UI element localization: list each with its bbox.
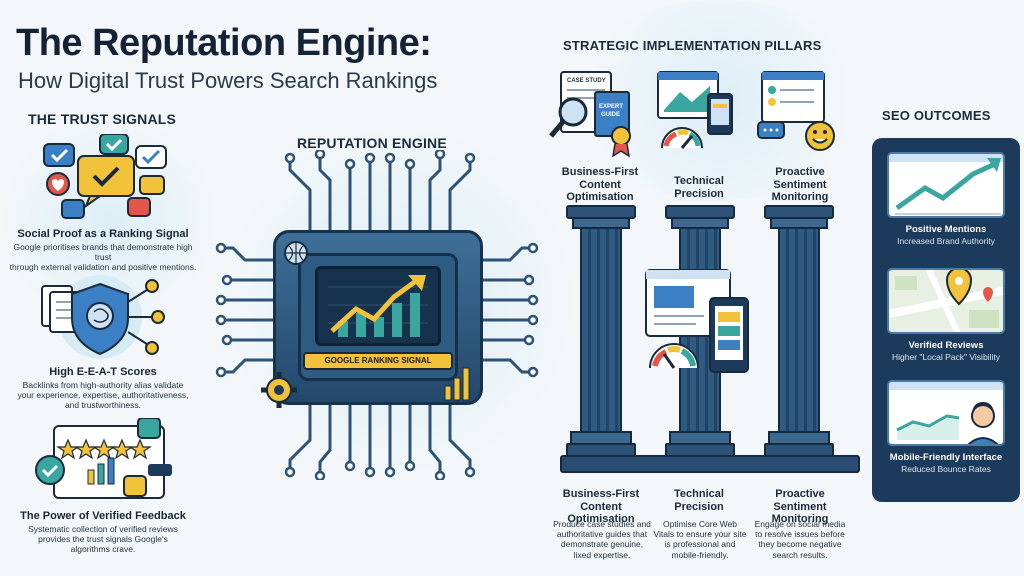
verified-feedback-illustration [28, 417, 178, 506]
outcomes-heading: SEO OUTCOMES [882, 108, 991, 123]
chip-body: GOOGLE RANKING SIGNAL [273, 230, 483, 405]
globe-icon [284, 241, 308, 265]
outcome-title: Mobile-Friendly Interface [889, 452, 1003, 463]
pillars-platform [560, 455, 860, 473]
main-subtitle: How Digital Trust Powers Search Rankings [18, 68, 438, 93]
circuit-traces [215, 150, 539, 480]
outcome-subtitle: Higher "Local Pack" Visibility [892, 352, 1000, 362]
signal-title: Social Proof as a Ranking Signal [17, 228, 189, 240]
pillar-title: Proactive Sentiment Monitoring [771, 166, 829, 204]
trust-signal-eeat: High E-E-A-T Scores Backlinks from high-… [8, 272, 198, 411]
bar-chart-icon [444, 367, 470, 401]
outcome-subtitle: Reduced Bounce Rates [901, 464, 991, 474]
social-proof-illustration [28, 133, 178, 224]
pillar-bottom-title: Technical Precision [674, 488, 724, 513]
pillar-title: Business-First Content Optimisation [561, 166, 639, 204]
svg-text:EXPERT: EXPERT [599, 104, 623, 110]
engine-heading: REPUTATION ENGINE [297, 135, 447, 151]
device-mockup-illustration [645, 269, 749, 373]
trust-signal-social-proof: Social Proof as a Ranking Signal Google … [8, 133, 198, 273]
signal-title: High E-E-A-T Scores [49, 366, 157, 378]
outcome-title: Positive Mentions [905, 224, 987, 235]
pillar-bottom-title: Proactive Sentiment Monitoring [771, 488, 829, 526]
pillar-description: Produce case studies and authoritative g… [553, 519, 651, 560]
pillar-description: Engage on social media to resolve issues… [754, 519, 846, 560]
svg-text:GUIDE: GUIDE [601, 112, 620, 118]
map-pin-icon [945, 270, 973, 306]
web-vitals-illustration [657, 71, 733, 149]
outcome-subtitle: Increased Brand Authority [897, 236, 995, 246]
signal-description: Systematic collection of verified review… [28, 524, 178, 555]
pillar-content-optimisation [566, 205, 636, 457]
reputation-engine-chip: GOOGLE RANKING SIGNAL [215, 150, 540, 480]
chip-core: GOOGLE RANKING SIGNAL [298, 253, 458, 381]
map-card [887, 268, 1005, 334]
pillar-sentiment-monitoring [764, 205, 834, 457]
signal-description: Backlinks from high-authority alias vali… [17, 380, 189, 411]
signal-title: The Power of Verified Feedback [20, 510, 186, 522]
trust-signals-heading: THE TRUST SIGNALS [28, 111, 177, 127]
pillar-description: Optimise Core Web Vitals to ensure your … [653, 519, 747, 560]
pillar-title: Technical Precision [674, 175, 724, 200]
signal-description: Google prioritises brands that demonstra… [9, 242, 197, 273]
growth-chart-screen [315, 266, 441, 346]
trend-chart-card [887, 152, 1005, 218]
trust-signal-verified-feedback: The Power of Verified Feedback Systemati… [8, 417, 198, 555]
person-dashboard-card [887, 380, 1005, 446]
eeat-illustration [28, 272, 178, 362]
outcome-title: Verified Reviews [908, 340, 984, 351]
case-study-illustration: CASE STUDY EXPERT GUIDE [549, 71, 631, 158]
pillar-bottom-title: Business-First Content Optimisation [562, 488, 640, 526]
outcome-verified-reviews: Verified Reviews Higher "Local Pack" Vis… [880, 268, 1012, 362]
main-title: The Reputation Engine: [16, 22, 432, 64]
pillars-heading: STRATEGIC IMPLEMENTATION PILLARS [563, 38, 822, 53]
google-ranking-signal-label: GOOGLE RANKING SIGNAL [303, 352, 453, 370]
outcome-mobile-friendly: Mobile-Friendly Interface Reduced Bounce… [880, 380, 1012, 474]
outcome-positive-mentions: Positive Mentions Increased Brand Author… [880, 152, 1012, 246]
gear-icon [261, 372, 297, 408]
case-study-label: CASE STUDY [567, 78, 606, 84]
sentiment-illustration [757, 71, 835, 151]
